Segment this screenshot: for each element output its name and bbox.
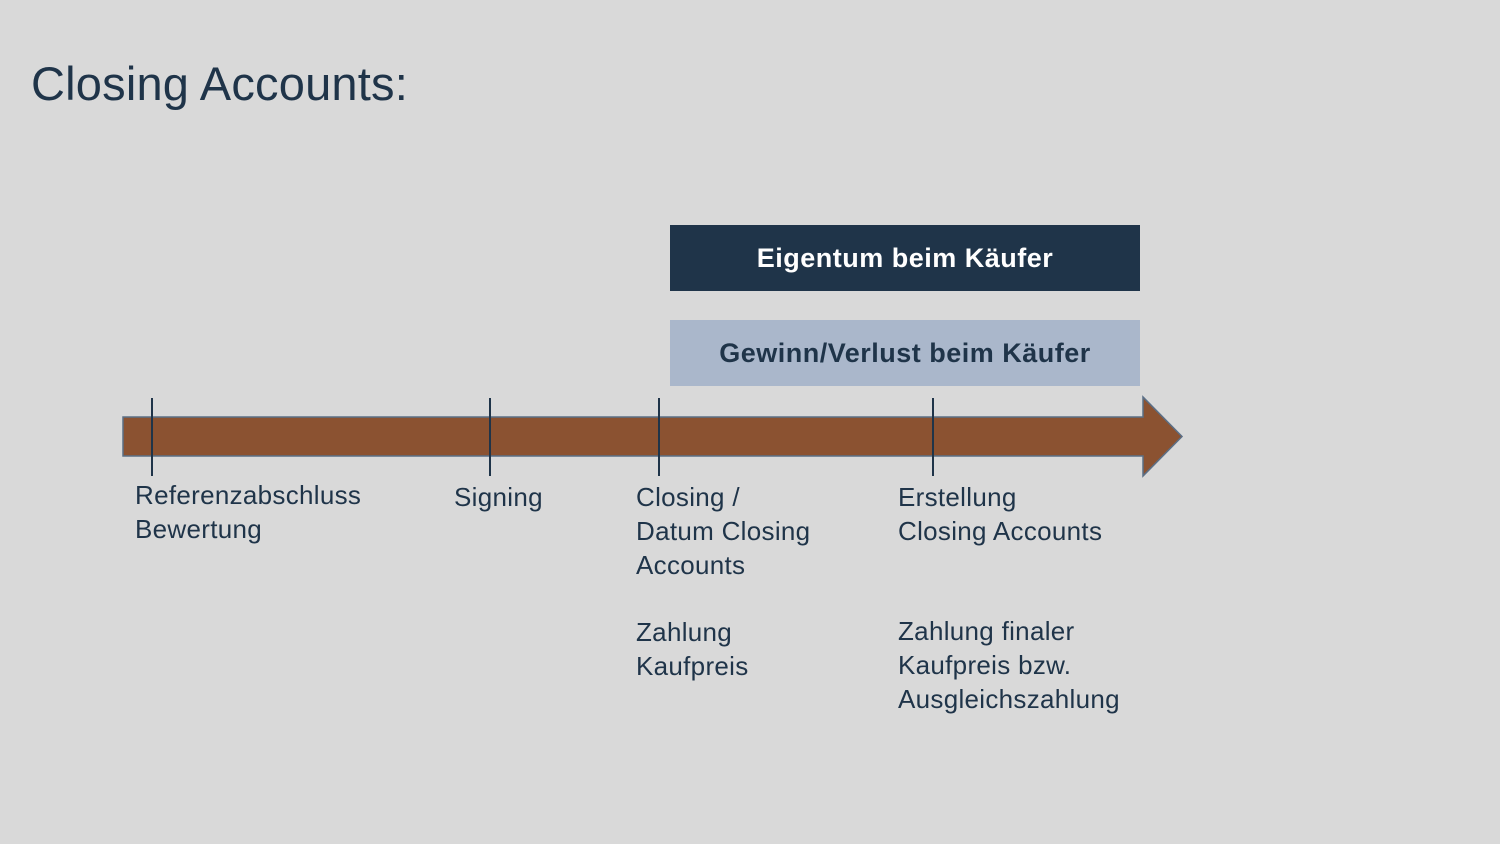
timeline-arrow <box>122 395 1184 478</box>
milestone-label-closing: Closing / Datum Closing Accounts <box>636 482 811 580</box>
ownership-period-box: Eigentum beim Käufer <box>670 225 1140 291</box>
milestone-note-closing: Zahlung Kaufpreis <box>636 617 749 681</box>
milestone-label-signing: Signing <box>454 482 543 512</box>
slide-title: Closing Accounts: <box>31 57 408 110</box>
milestone-label-reference: Referenzabschluss Bewertung <box>135 480 362 544</box>
profit-period-label: Gewinn/Verlust beim Käufer <box>719 337 1091 368</box>
milestone-note-accounts: Zahlung finaler Kaufpreis bzw. Ausgleich… <box>898 616 1120 714</box>
ownership-period-label: Eigentum beim Käufer <box>756 242 1054 273</box>
milestone-label-accounts: Erstellung Closing Accounts <box>898 482 1103 546</box>
profit-period-box: Gewinn/Verlust beim Käufer <box>670 320 1140 386</box>
